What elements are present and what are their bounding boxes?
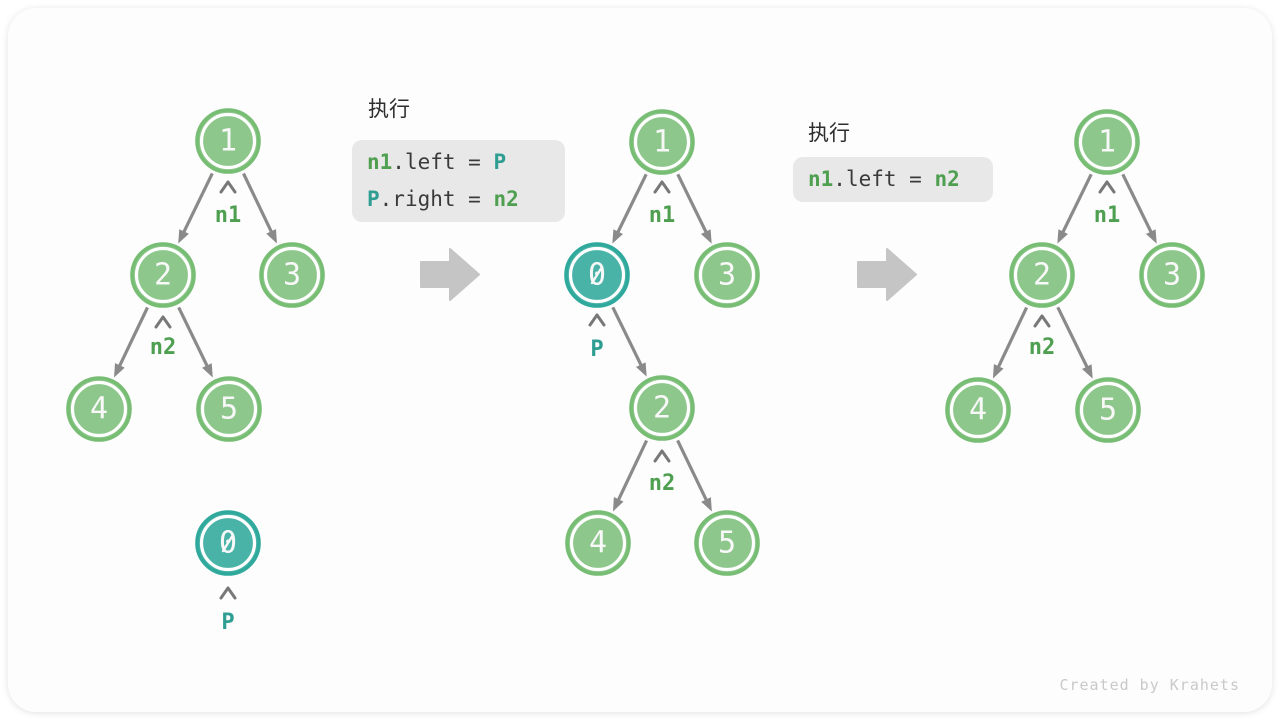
tree-node: 2 [1009, 242, 1075, 308]
node-label: 5 [718, 526, 736, 561]
code-token: .left = [392, 150, 494, 174]
code-line: n1.left = n2 [808, 161, 978, 198]
node-label: 5 [1099, 393, 1117, 428]
tree-node: 4 [945, 377, 1011, 443]
pointer-caret-icon [653, 180, 671, 194]
code-token: P [493, 150, 507, 174]
tree-edge [992, 306, 1029, 379]
big-right-arrow-icon [420, 248, 480, 301]
code-token: n1 [367, 150, 393, 174]
tree-node: 4 [66, 376, 132, 442]
pointer-label-n2: n2 [1029, 335, 1056, 360]
tree-node: 2 [130, 242, 196, 308]
tree-edge [1121, 173, 1157, 244]
tree-edge [676, 173, 712, 244]
tree-middle: 1 0 3 2 4 5 [564, 109, 760, 576]
pointer-caret-icon [219, 180, 237, 194]
tree-node: 4 [565, 510, 631, 576]
code-token: P [367, 187, 380, 211]
tree-edge [114, 306, 149, 378]
pointer-label-n2: n2 [649, 471, 676, 496]
tree-edge [612, 439, 649, 512]
big-right-arrow-icon [857, 248, 917, 301]
tree-node-p: 0 [195, 510, 261, 576]
node-label: 2 [154, 258, 172, 293]
node-label: 2 [653, 391, 671, 426]
node-label: 1 [653, 125, 671, 160]
node-label: 4 [589, 526, 607, 561]
tree-node-p: 0 [564, 242, 630, 308]
tree-before: 1 2 3 4 5 0 [66, 108, 325, 635]
code-block-2: 执行 n1.left = n2 [793, 120, 993, 202]
footer-credit: Created by Krahets [1059, 676, 1240, 694]
pointer-label-p: P [590, 337, 603, 362]
code-box: n1.left = P P.right = n2 [352, 140, 565, 222]
pointer-label-n2: n2 [150, 335, 177, 360]
node-label: 4 [969, 393, 987, 428]
node-label: 2 [1033, 258, 1051, 293]
tree-edge [612, 173, 648, 244]
tree-edge [611, 306, 647, 377]
pointer-caret-icon [219, 586, 237, 600]
code-line: P.right = n2 [367, 181, 550, 218]
code-token: n2 [934, 167, 960, 191]
pointer-caret-icon [154, 315, 172, 329]
tree-node: 1 [195, 108, 261, 174]
tree-node: 1 [1074, 109, 1140, 175]
pointer-label-p: P [221, 610, 234, 635]
pointer-label-n1: n1 [649, 203, 676, 228]
code-token: n1 [808, 167, 834, 191]
node-label: 3 [283, 258, 301, 293]
node-label: 1 [1098, 125, 1116, 160]
tree-node: 5 [694, 510, 760, 576]
tree-node: 2 [629, 375, 695, 441]
tree-node: 3 [259, 242, 325, 308]
pointer-label-n1: n1 [215, 203, 242, 228]
code-line: n1.left = P [367, 144, 550, 181]
pointer-caret-icon [1033, 314, 1051, 328]
tree-edge [1056, 306, 1093, 379]
pointer-caret-icon [1098, 180, 1116, 194]
pointer-label-n1: n1 [1094, 203, 1121, 228]
node-label: 1 [219, 124, 237, 159]
pointer-caret-icon [588, 313, 606, 327]
tree-node: 3 [694, 242, 760, 308]
code-block-1: 执行 n1.left = P P.right = n2 [352, 96, 565, 222]
tree-node: 5 [196, 376, 262, 442]
node-label: 5 [220, 392, 238, 427]
code-token: n2 [493, 187, 519, 211]
tree-edge [177, 306, 213, 378]
tree-node: 3 [1139, 242, 1205, 308]
node-label: 4 [90, 392, 108, 427]
tree-edge [178, 172, 214, 244]
node-label: 3 [718, 258, 736, 293]
code-box: n1.left = n2 [793, 157, 993, 202]
exec-label: 执行 [808, 121, 850, 145]
pointer-caret-icon [653, 449, 671, 463]
exec-label: 执行 [368, 97, 410, 121]
tree-edge [1057, 173, 1093, 244]
tree-edge [242, 172, 277, 244]
tree-edge [676, 439, 712, 512]
node-label: 3 [1163, 258, 1181, 293]
code-token: .right = [379, 187, 494, 211]
code-token: .left = [833, 167, 935, 191]
tree-node: 5 [1075, 377, 1141, 443]
tree-node: 1 [629, 109, 695, 175]
tree-after: 1 2 3 4 5 n1 n2 [945, 109, 1205, 443]
